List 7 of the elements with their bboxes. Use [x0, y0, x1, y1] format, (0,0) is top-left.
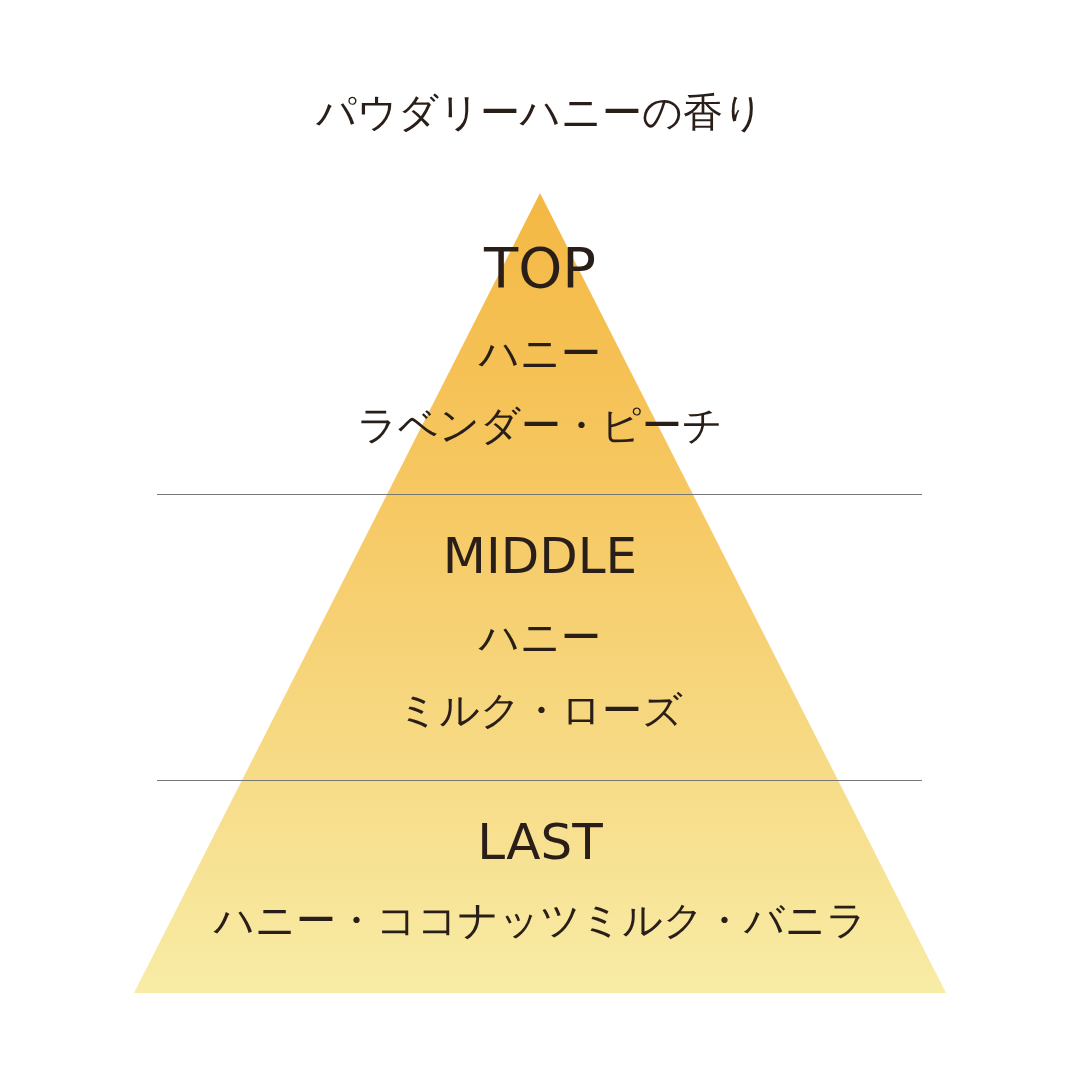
- diagram-title: パウダリーハニーの香り: [315, 92, 765, 132]
- section-heading: MIDDLE: [441, 531, 639, 581]
- note-list: ハニー: [134, 617, 946, 657]
- note-list: ハニー・ココナッツミルク・バニラ: [134, 900, 946, 940]
- section-heading: LAST: [476, 817, 604, 867]
- note-list: ミルク・ローズ: [134, 690, 946, 730]
- note-list: ハニー: [134, 333, 946, 373]
